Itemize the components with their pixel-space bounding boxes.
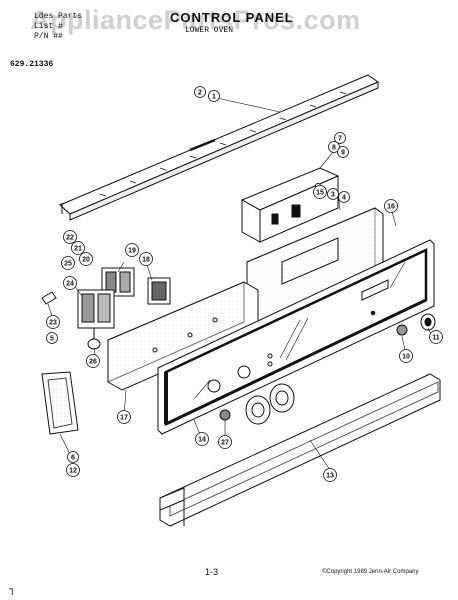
svg-text:6: 6: [71, 455, 75, 462]
svg-text:19: 19: [128, 248, 136, 255]
callout-1: 1: [208, 90, 220, 102]
callout-15: 15: [313, 185, 327, 199]
callout-9: 9: [337, 146, 349, 158]
callout-14: 14: [195, 432, 209, 446]
svg-text:4: 4: [342, 195, 346, 202]
header-line-3: P/N ##: [34, 32, 63, 41]
leader-lines: [47, 95, 433, 471]
callout-26: 26: [86, 354, 100, 368]
header-line-2: List #: [34, 22, 63, 31]
watermark-text: AppliancePartsPros.com: [30, 5, 361, 35]
callout-16: 16: [384, 199, 398, 213]
corner-mark: ┐: [9, 584, 17, 595]
svg-text:17: 17: [120, 415, 128, 422]
callout-13: 13: [323, 468, 337, 482]
callout-23: 23: [46, 315, 60, 329]
callout-21: 21: [71, 241, 85, 255]
callout-27: 27: [218, 435, 232, 449]
svg-text:10: 10: [402, 354, 410, 361]
callout-5: 5: [46, 332, 58, 344]
switch-assembly: [41, 267, 171, 350]
page-number: 1-3: [205, 567, 219, 577]
callout-18: 18: [139, 252, 153, 266]
svg-text:23: 23: [49, 320, 57, 327]
svg-text:26: 26: [89, 359, 97, 366]
callout-8: 8: [328, 141, 340, 153]
svg-text:21: 21: [74, 246, 82, 253]
callout-4: 4: [338, 191, 350, 203]
callout-24: 24: [63, 276, 77, 290]
control-panel-face: [157, 239, 435, 435]
svg-text:13: 13: [326, 473, 334, 480]
callout-6: 6: [67, 451, 79, 463]
callout-25: 25: [61, 256, 75, 270]
svg-text:18: 18: [142, 257, 150, 264]
diagram-subtitle: LOWER OVEN: [185, 26, 234, 35]
svg-text:2: 2: [198, 90, 202, 97]
light-lens-cover: [41, 371, 79, 435]
top-trim-strip: [59, 74, 380, 221]
callout-10: 10: [399, 349, 413, 363]
callout-7: 7: [334, 132, 346, 144]
svg-text:15: 15: [316, 190, 324, 197]
bottom-trim-rail: [159, 373, 441, 527]
callout-22: 22: [63, 230, 77, 244]
svg-text:22: 22: [66, 235, 74, 242]
callout-17: 17: [117, 410, 131, 424]
callout-19: 19: [125, 243, 139, 257]
svg-text:1: 1: [212, 94, 216, 101]
svg-text:14: 14: [198, 437, 206, 444]
callout-3: 3: [327, 188, 339, 200]
callout-2: 2: [194, 86, 206, 98]
svg-text:8: 8: [332, 145, 336, 152]
svg-text:25: 25: [64, 261, 72, 268]
copyright-notice: ©Copyright 1989 Jenn-Air Company: [322, 569, 419, 575]
circuit-board: [107, 281, 259, 391]
control-knobs: [219, 313, 436, 425]
svg-text:20: 20: [82, 257, 90, 264]
callout-12: 12: [66, 463, 80, 477]
svg-text:11: 11: [432, 335, 440, 342]
svg-text:24: 24: [66, 281, 74, 288]
svg-text:9: 9: [341, 150, 345, 157]
svg-text:16: 16: [387, 204, 395, 211]
model-number: 629.21336: [10, 60, 54, 69]
diagram-title: CONTROL PANEL: [170, 10, 294, 25]
svg-text:27: 27: [221, 440, 229, 447]
svg-text:5: 5: [50, 336, 54, 343]
header-line-1: Ldes Parts: [34, 12, 83, 21]
callout-20: 20: [79, 252, 93, 266]
callout-11: 11: [429, 330, 443, 344]
svg-text:7: 7: [338, 136, 342, 143]
svg-text:3: 3: [331, 192, 335, 199]
svg-text:12: 12: [69, 468, 77, 475]
